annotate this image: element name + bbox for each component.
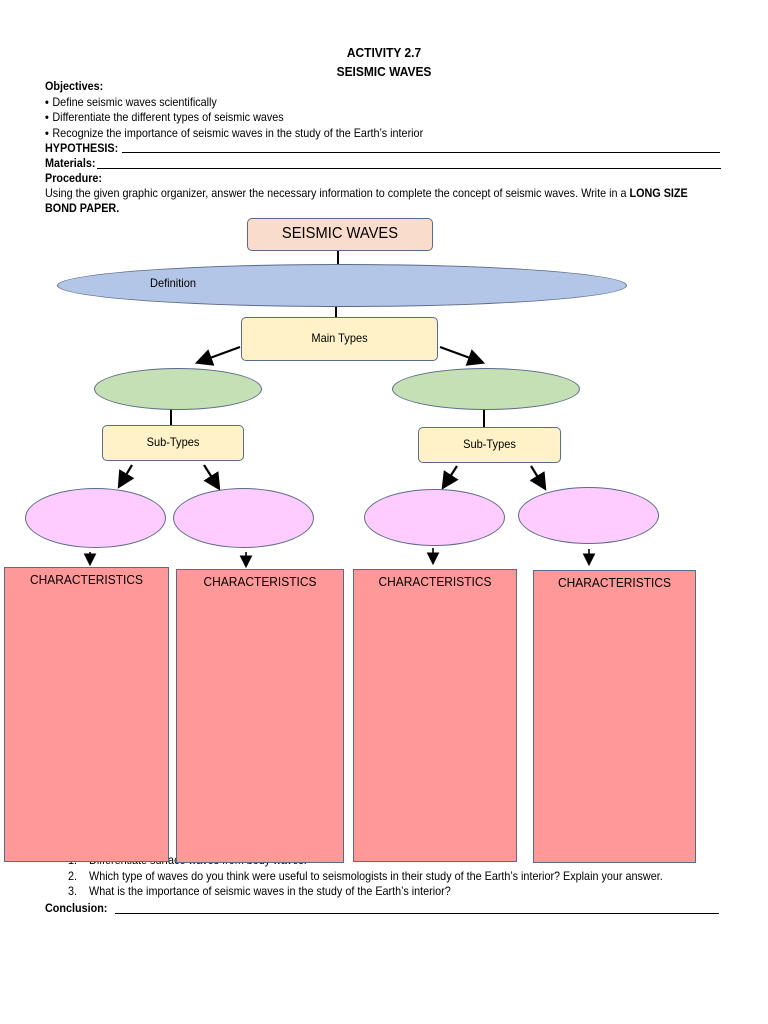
procedure-text-body: Using the given graphic organizer, answe… <box>45 186 630 200</box>
question-2-text: Which type of waves do you think were us… <box>89 869 663 883</box>
hypothesis-label: HYPOTHESIS: <box>45 141 119 155</box>
subtypes-right-box: Sub-Types <box>418 427 561 463</box>
conclusion-label: Conclusion: <box>45 901 108 915</box>
activity-title: SEISMIC WAVES <box>336 64 432 79</box>
procedure-emphasis-2: BOND PAPER. <box>45 201 120 215</box>
characteristics-label-4: CHARACTERISTICS <box>558 575 671 590</box>
question-2-num: 2. <box>68 869 78 883</box>
subtypes-left-label: Sub-Types <box>146 435 200 449</box>
subtypes-right-label: Sub-Types <box>463 437 516 451</box>
main-types-label: Main Types <box>311 331 368 345</box>
main-type-right-ellipse[interactable] <box>392 368 580 410</box>
subtype-ellipse-3[interactable] <box>364 489 505 546</box>
characteristics-box-1[interactable]: CHARACTERISTICS <box>4 567 169 862</box>
conclusion-answer-line[interactable] <box>115 913 719 914</box>
question-3-text: What is the importance of seismic waves … <box>89 884 451 898</box>
subtype-ellipse-2[interactable] <box>173 488 314 548</box>
characteristics-label-1: CHARACTERISTICS <box>30 572 143 587</box>
question-3: 3. What is the importance of seismic wav… <box>68 884 451 899</box>
materials-label: Materials: <box>45 156 96 170</box>
characteristics-label-2: CHARACTERISTICS <box>203 574 317 589</box>
hypothesis-answer-line[interactable] <box>122 152 720 153</box>
question-3-num: 3. <box>68 884 78 898</box>
procedure-text: Using the given graphic organizer, answe… <box>45 186 688 201</box>
materials-answer-line[interactable] <box>97 168 721 169</box>
definition-label: Definition <box>150 276 197 290</box>
definition-ellipse[interactable]: Definition <box>57 264 627 307</box>
procedure-heading: Procedure: <box>45 171 103 185</box>
main-types-box: Main Types <box>241 317 438 361</box>
subtype-ellipse-4[interactable] <box>518 487 659 544</box>
characteristics-label-3: CHARACTERISTICS <box>378 574 492 589</box>
procedure-emphasis: LONG SIZE <box>629 186 688 200</box>
objective-item: Recognize the importance of seismic wave… <box>45 126 423 141</box>
activity-number: ACTIVITY 2.7 <box>346 45 422 60</box>
characteristics-box-4[interactable]: CHARACTERISTICS <box>533 570 696 863</box>
question-2: 2. Which type of waves do you think were… <box>68 869 663 884</box>
objective-item: Differentiate the different types of sei… <box>45 110 283 125</box>
subtype-ellipse-1[interactable] <box>25 488 166 548</box>
objective-item: Define seismic waves scientifically <box>45 95 216 110</box>
objectives-heading: Objectives: <box>45 79 104 93</box>
seismic-waves-box: SEISMIC WAVES <box>247 218 433 251</box>
subtypes-left-box: Sub-Types <box>102 425 244 461</box>
seismic-waves-label: SEISMIC WAVES <box>281 225 399 242</box>
characteristics-box-3[interactable]: CHARACTERISTICS <box>353 569 517 862</box>
main-type-left-ellipse[interactable] <box>94 368 262 410</box>
characteristics-box-2[interactable]: CHARACTERISTICS <box>176 569 344 863</box>
